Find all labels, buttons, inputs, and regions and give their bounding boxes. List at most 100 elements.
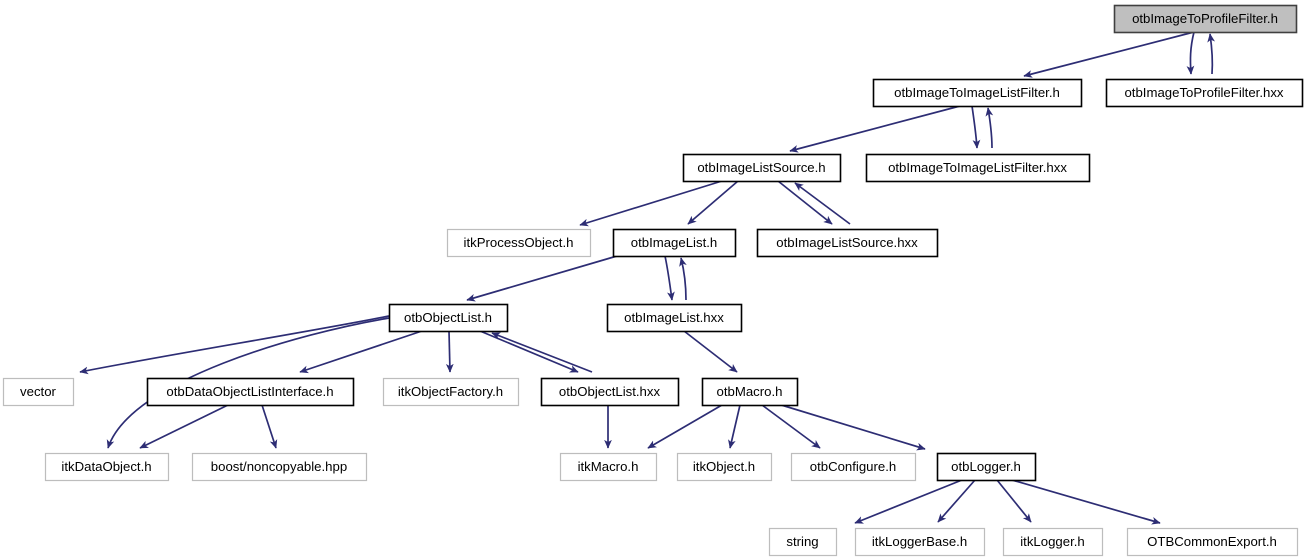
node-otbimagetoprofilefilter-hxx[interactable]: otbImageToProfileFilter.hxx — [1105, 78, 1304, 108]
edge-otbimagelistsource-h-to-otbimagelistsource-hxx — [777, 180, 833, 225]
edge-otbmacro-h-to-otblogger-h — [777, 403, 926, 451]
node-box[interactable] — [756, 228, 939, 258]
node-label: itkObjectFactory.h — [398, 384, 503, 399]
node-label: otbConfigure.h — [810, 459, 897, 474]
edge-otblogger-h-to-itklogger-h — [996, 479, 1032, 523]
edge-otbobjectlist-hxx-to-otbobjectlist-h — [491, 332, 593, 373]
node-otbdataobjectlistinterface-h[interactable]: otbDataObjectListInterface.h — [146, 377, 355, 407]
node-box[interactable] — [1113, 4, 1298, 34]
edge-otbimagelist-hxx-to-otbmacro-h — [683, 330, 738, 373]
node-box[interactable] — [790, 452, 917, 482]
node-box[interactable] — [1105, 78, 1304, 108]
edge-otbimagelist-hxx-to-otbimagelist-h — [679, 257, 687, 301]
node-box[interactable] — [682, 153, 842, 183]
node-label: itkMacro.h — [578, 459, 639, 474]
node-label: itkLogger.h — [1020, 534, 1085, 549]
edge-otbmacro-h-to-itkmacro-h — [647, 404, 723, 449]
node-box[interactable] — [146, 377, 355, 407]
node-itkprocessobject-h[interactable]: itkProcessObject.h — [446, 228, 592, 258]
node-otbcommonexport-h[interactable]: OTBCommonExport.h — [1126, 527, 1299, 557]
node-box[interactable] — [44, 452, 170, 482]
edge-otbimagetoimagelistfilter-h-to-otbimagelistsource-h — [789, 105, 961, 153]
node-boost-noncopyable-hpp[interactable]: boost/noncopyable.hpp — [191, 452, 368, 482]
edge-otbimagelist-h-to-otbimagelist-hxx — [664, 255, 675, 301]
node-otbimagetoimagelistfilter-hxx[interactable]: otbImageToImageListFilter.hxx — [865, 153, 1091, 183]
node-box[interactable] — [1002, 527, 1104, 557]
node-box[interactable] — [559, 452, 658, 482]
node-box[interactable] — [612, 228, 737, 258]
node-label: otbObjectList.h — [404, 310, 492, 325]
node-itkmacro-h[interactable]: itkMacro.h — [559, 452, 658, 482]
edge-otblogger-h-to-itkloggerbase-h — [937, 479, 976, 523]
node-label: otbImageList.hxx — [624, 310, 724, 325]
node-label: otbImageToImageListFilter.hxx — [888, 160, 1067, 175]
node-otbimagetoimagelistfilter-h[interactable]: otbImageToImageListFilter.h — [872, 78, 1083, 108]
node-label: otbImageToProfileFilter.hxx — [1124, 85, 1283, 100]
edge-otbdataobjectlistinterface-h-to-itkdataobject-h — [139, 404, 229, 449]
node-itkobjectfactory-h[interactable]: itkObjectFactory.h — [382, 377, 520, 407]
edge-otbimagelistsource-hxx-to-otbimagelistsource-h — [794, 182, 851, 225]
edge-otbmacro-h-to-otbconfigure-h — [761, 404, 821, 449]
node-label: otbObjectList.hxx — [559, 384, 661, 399]
node-label: itkLoggerBase.h — [872, 534, 967, 549]
node-label: OTBCommonExport.h — [1147, 534, 1277, 549]
node-box[interactable] — [540, 377, 680, 407]
node-label: otbImageListSource.hxx — [776, 235, 918, 250]
node-otbobjectlist-hxx[interactable]: otbObjectList.hxx — [540, 377, 680, 407]
node-label: otbImageToImageListFilter.h — [894, 85, 1060, 100]
edge-otbimagelistsource-h-to-otbimagelist-h — [687, 180, 739, 225]
node-box[interactable] — [388, 303, 509, 333]
node-itkdataobject-h[interactable]: itkDataObject.h — [44, 452, 170, 482]
edge-otbobjectlist-h-to-itkobjectfactory-h — [445, 330, 454, 373]
node-otblogger-h[interactable]: otbLogger.h — [936, 452, 1037, 482]
edge-otbobjectlist-h-to-vector — [79, 315, 390, 375]
node-box[interactable] — [2, 377, 75, 407]
node-string[interactable]: string — [768, 527, 838, 557]
node-box[interactable] — [701, 377, 799, 407]
edge-otbobjectlist-h-to-itkdataobject-h — [106, 317, 390, 449]
node-box[interactable] — [865, 153, 1091, 183]
node-box[interactable] — [768, 527, 838, 557]
edge-otbimagetoprofilefilter-h-to-otbimagetoprofilefilter-hxx — [1186, 31, 1195, 75]
node-box[interactable] — [1126, 527, 1299, 557]
edge-otbobjectlist-h-to-otbdataobjectlistinterface-h — [299, 330, 423, 374]
node-label: itkObject.h — [693, 459, 755, 474]
node-label: otbMacro.h — [717, 384, 783, 399]
node-otbobjectlist-h[interactable]: otbObjectList.h — [388, 303, 509, 333]
node-label: otbDataObjectListInterface.h — [166, 384, 333, 399]
node-otbimagelistsource-hxx[interactable]: otbImageListSource.hxx — [756, 228, 939, 258]
node-box[interactable] — [606, 303, 743, 333]
node-box[interactable] — [382, 377, 520, 407]
node-label: itkDataObject.h — [61, 459, 151, 474]
node-box[interactable] — [446, 228, 592, 258]
nodes-layer: otbImageToProfileFilter.h otbImageToImage… — [2, 4, 1304, 557]
node-itklogger-h[interactable]: itkLogger.h — [1002, 527, 1104, 557]
node-box[interactable] — [676, 452, 773, 482]
node-otbconfigure-h[interactable]: otbConfigure.h — [790, 452, 917, 482]
node-label: otbImageList.h — [631, 235, 718, 250]
node-vector[interactable]: vector — [2, 377, 75, 407]
node-otbmacro-h[interactable]: otbMacro.h — [701, 377, 799, 407]
edge-otbimagetoprofilefilter-hxx-to-otbimagetoprofilefilter-h — [1207, 33, 1216, 75]
edge-otbimagelist-h-to-otbobjectlist-h — [466, 255, 618, 302]
node-box[interactable] — [191, 452, 368, 482]
edge-otbdataobjectlistinterface-h-to-boost-noncopyable-hpp — [261, 404, 278, 449]
node-label: otbImageListSource.h — [697, 160, 825, 175]
node-otbimagelist-hxx[interactable]: otbImageList.hxx — [606, 303, 743, 333]
edge-otbimagelistsource-h-to-itkprocessobject-h — [579, 180, 723, 227]
node-otbimagelistsource-h[interactable]: otbImageListSource.h — [682, 153, 842, 183]
node-label: otbLogger.h — [951, 459, 1021, 474]
node-otbimagelist-h[interactable]: otbImageList.h — [612, 228, 737, 258]
edge-otbimagetoprofilefilter-h-to-otbimagetoimagelistfilter-h — [1023, 31, 1195, 78]
edge-otblogger-h-to-otbcommonexport-h — [1011, 479, 1161, 525]
edge-otbimagetoimagelistfilter-h-to-otbimagetoimagelistfilter-hxx — [971, 105, 981, 149]
node-otbimagetoprofilefilter-h[interactable]: otbImageToProfileFilter.h — [1113, 4, 1298, 34]
node-itkobject-h[interactable]: itkObject.h — [676, 452, 773, 482]
node-box[interactable] — [872, 78, 1083, 108]
edges-layer — [79, 31, 1216, 525]
node-itkloggerbase-h[interactable]: itkLoggerBase.h — [854, 527, 986, 557]
node-box[interactable] — [854, 527, 986, 557]
node-box[interactable] — [936, 452, 1037, 482]
node-label: itkProcessObject.h — [464, 235, 574, 250]
